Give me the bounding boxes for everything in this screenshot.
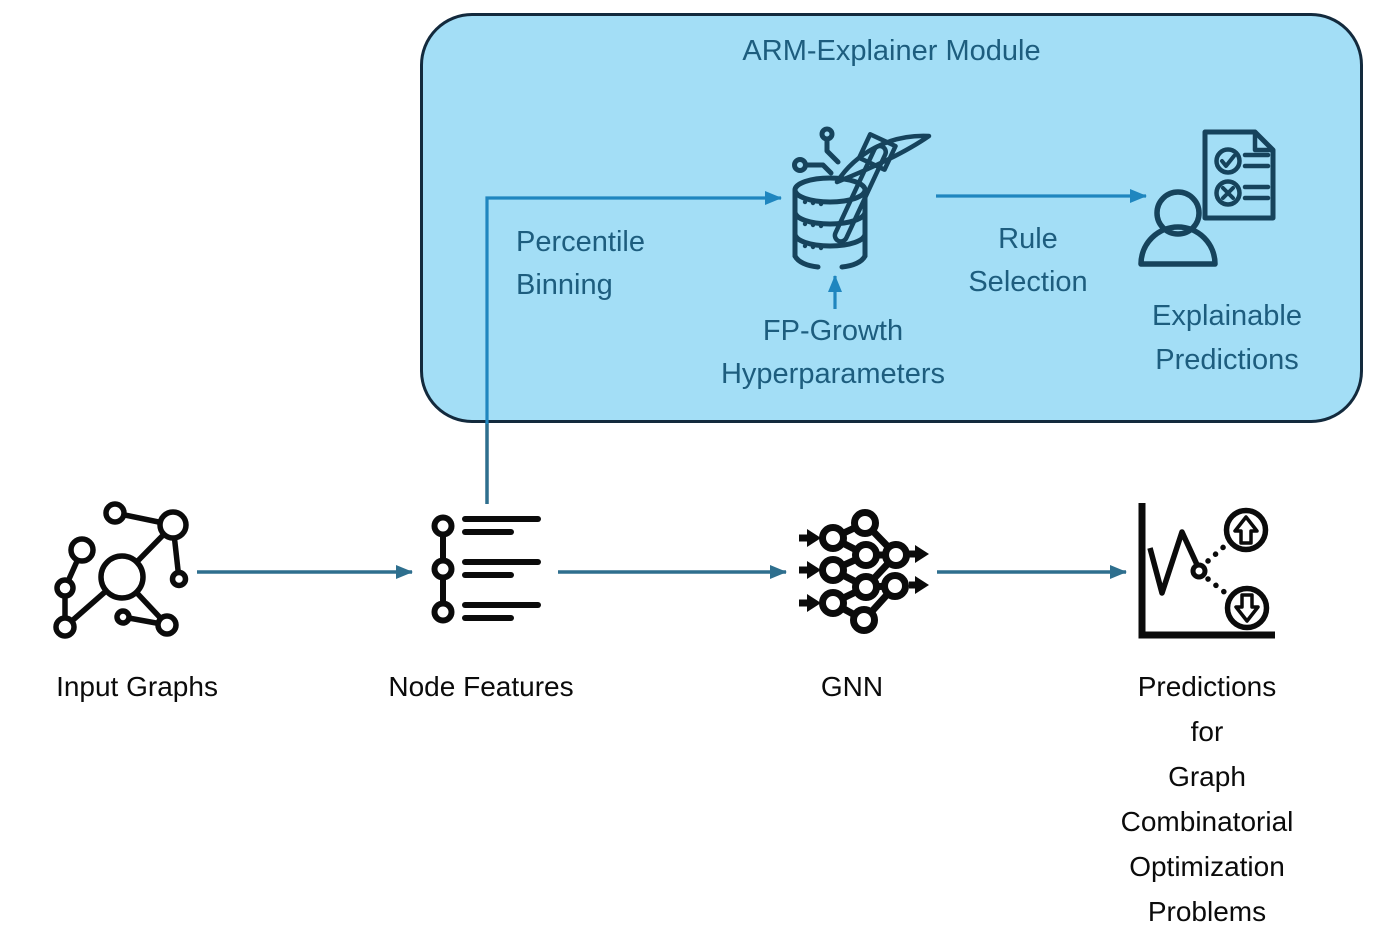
graph-network-icon: [40, 495, 200, 645]
explainable-predictions-label: Explainable Predictions: [1152, 300, 1302, 376]
gnn-icon: [795, 488, 935, 638]
gnn-output-arrows: [909, 545, 929, 594]
down-arrow-badge-icon: [1224, 585, 1270, 631]
predictions-chart-icon: [1130, 495, 1285, 650]
module-title: ARM-Explainer Module: [742, 35, 1041, 67]
rule-selection-label: Rule Selection: [968, 223, 1088, 298]
fp-growth-hyperparameters-label: FP-Growth Hyperparameters: [720, 315, 946, 390]
node-features-icon: [425, 512, 550, 627]
percentile-binning-label: Percentile Binning: [516, 226, 645, 301]
person-checklist-icon: [1132, 112, 1287, 272]
up-arrow-badge-icon: [1223, 507, 1269, 553]
gnn-label: GNN: [820, 671, 884, 702]
input-graphs-label: Input Graphs: [56, 671, 218, 702]
gnn-input-arrows: [799, 529, 821, 612]
predictions-label: Predictions for Graph Combinatorial Opti…: [1120, 671, 1294, 927]
node-features-label: Node Features: [388, 671, 574, 702]
data-mining-pickaxe-icon: [785, 118, 945, 270]
